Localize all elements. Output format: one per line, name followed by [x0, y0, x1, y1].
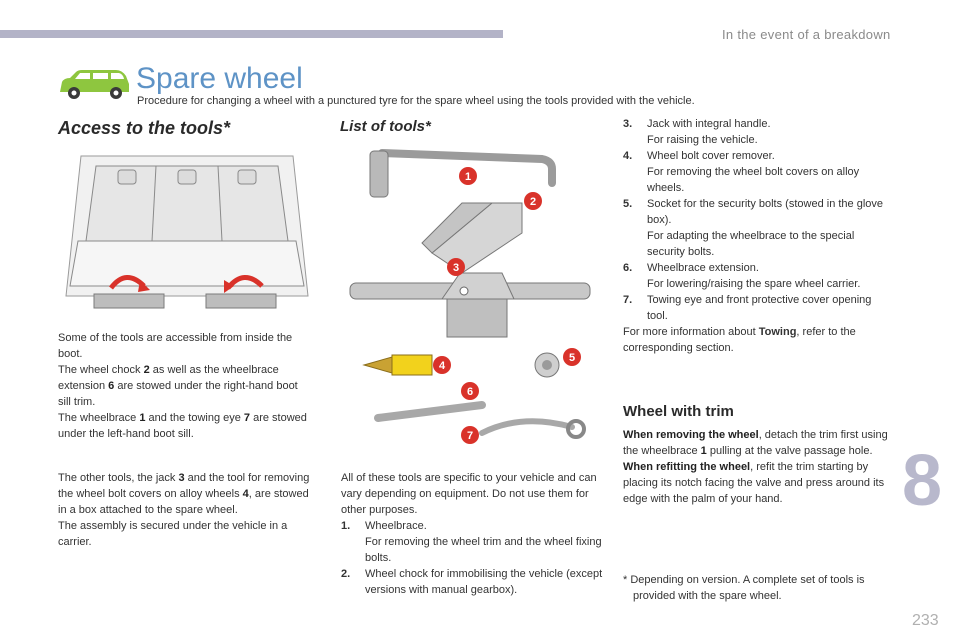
- trim-paragraph: When removing the wheel, detach the trim…: [623, 429, 888, 505]
- chapter-number: 8: [902, 441, 943, 521]
- boot-illustration: [56, 146, 318, 312]
- callout-4: 4: [439, 360, 446, 372]
- page-title: Spare wheel: [136, 62, 303, 95]
- callout-7: 7: [467, 430, 473, 442]
- footnote: * Depending on version. A complete set o…: [623, 574, 865, 602]
- list-item: 7.Towing eye and front protective cover …: [623, 294, 872, 322]
- header-bar: [0, 30, 503, 38]
- access-heading: Access to the tools*: [58, 118, 231, 138]
- list-item: 4.Wheel bolt cover remover.For removing …: [623, 150, 860, 194]
- trim-heading: Wheel with trim: [623, 403, 734, 420]
- access-paragraph-1: Some of the tools are accessible from in…: [58, 332, 307, 440]
- list-item: 2.Wheel chock for immobilising the vehic…: [341, 568, 603, 596]
- list-item: 3.Jack with integral handle.For raising …: [623, 118, 771, 146]
- callout-3: 3: [453, 262, 459, 274]
- tools-intro: All of these tools are specific to your …: [341, 472, 597, 516]
- more-info: For more information about Towing, refer…: [623, 326, 856, 354]
- callout-1: 1: [465, 171, 471, 183]
- list-item: 5.Socket for the security bolts (stowed …: [623, 198, 884, 258]
- callout-5: 5: [569, 352, 575, 364]
- callout-2: 2: [530, 196, 536, 208]
- access-paragraph-2: The other tools, the jack 3 and the tool…: [58, 472, 310, 548]
- tools-heading: List of tools*: [340, 118, 431, 135]
- section-label: In the event of a breakdown: [722, 27, 891, 42]
- tools-illustration: 1 2 3 4 5 6 7: [349, 149, 591, 444]
- callout-6: 6: [467, 386, 473, 398]
- list-item: 6.Wheelbrace extension.For lowering/rais…: [623, 262, 861, 290]
- car-icon: [60, 70, 129, 99]
- tools-list-right: 3.Jack with integral handle.For raising …: [623, 116, 889, 356]
- tools-list-left: 1.Wheelbrace.For removing the wheel trim…: [341, 518, 603, 598]
- page-number: 233: [912, 612, 939, 629]
- list-item: 1.Wheelbrace.For removing the wheel trim…: [341, 520, 602, 564]
- page-subtitle: Procedure for changing a wheel with a pu…: [137, 95, 695, 107]
